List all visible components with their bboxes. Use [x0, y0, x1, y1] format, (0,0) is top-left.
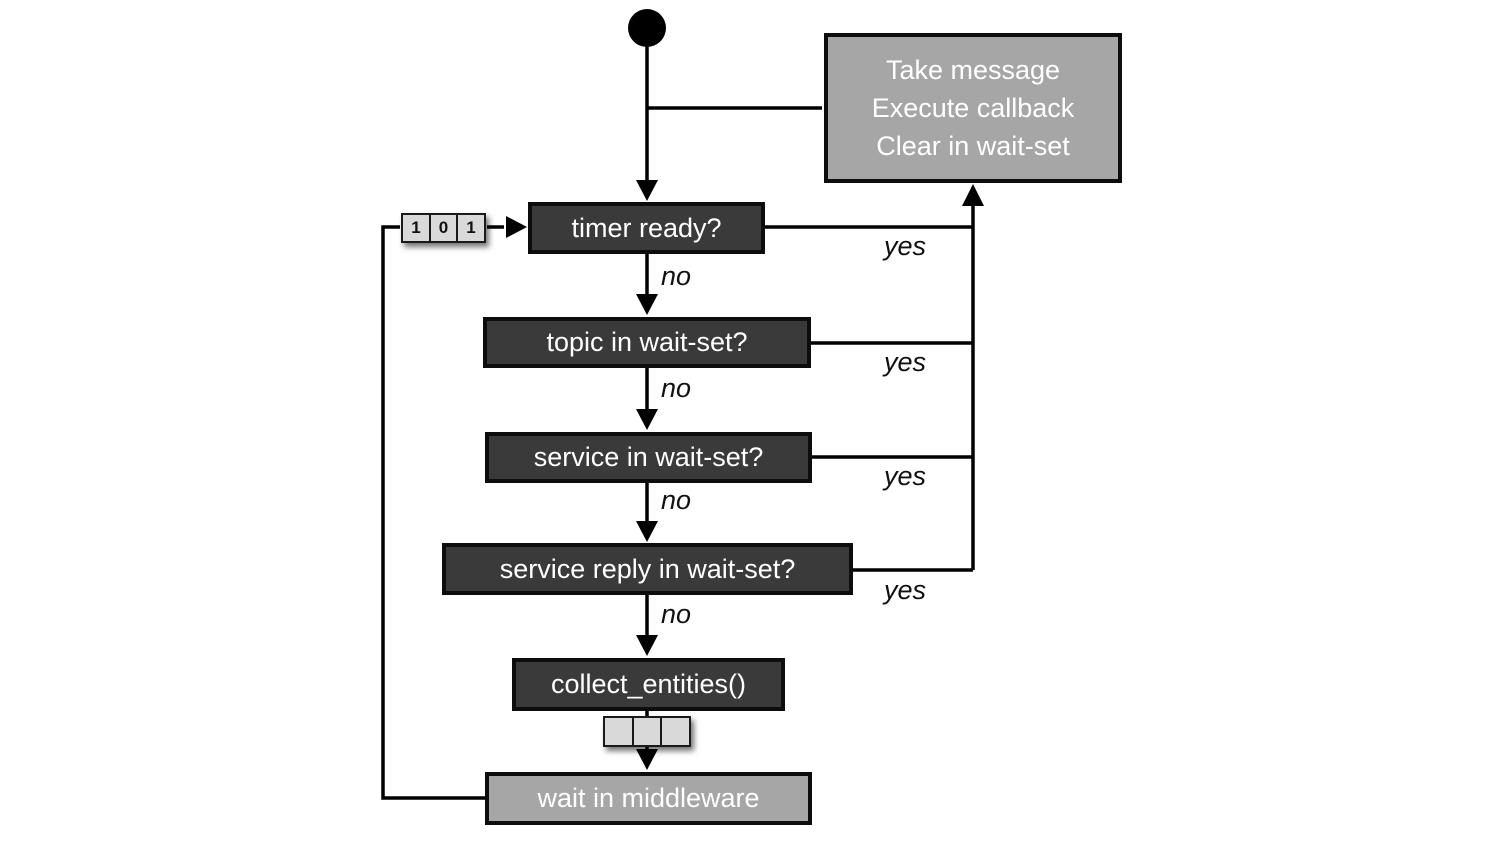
arrowhead-service-no — [636, 521, 658, 542]
start-node-circle — [628, 9, 666, 47]
arrowhead-topic-no — [636, 409, 658, 430]
arrowhead-start-to-timer — [636, 180, 658, 201]
edge-label-service-no: no — [661, 485, 692, 515]
node-service-in-wait-set: service in wait-set? — [485, 432, 812, 483]
edge-label-timer-yes: yes — [884, 231, 927, 261]
wait-set-cell: 1 — [456, 213, 486, 243]
node-wait-in-middleware: wait in middleware — [485, 772, 812, 825]
node-timer-ready: timer ready? — [528, 202, 765, 254]
arrowhead-cells-to-timer — [506, 216, 527, 238]
node-callback-actions: Take message Execute callback Clear in w… — [824, 33, 1122, 183]
wait-set-cell — [660, 716, 691, 747]
wait-set-cell — [631, 716, 663, 747]
callback-action-line: Clear in wait-set — [876, 131, 1070, 161]
arrowhead-collect-to-wait — [636, 749, 658, 770]
edge-label-topic-yes: yes — [884, 347, 927, 377]
wait-set-cells-empty — [603, 716, 691, 747]
arrowhead-yes-to-callback — [962, 184, 984, 206]
edge-wait-loop-back — [381, 225, 485, 800]
edge-label-service-reply-yes: yes — [884, 575, 927, 605]
callback-action-line: Take message — [885, 55, 1061, 85]
wait-set-cells-filled: 1 0 1 — [401, 213, 486, 243]
edge-label-service-reply-no: no — [661, 599, 692, 629]
edge-label-timer-no: no — [661, 261, 692, 291]
edge-label-topic-no: no — [661, 373, 692, 403]
arrowhead-timer-no — [636, 294, 658, 315]
node-topic-in-wait-set: topic in wait-set? — [483, 317, 811, 368]
wait-set-cell — [603, 716, 634, 747]
wait-set-cell: 1 — [401, 213, 431, 243]
callback-action-line: Execute callback — [871, 93, 1075, 123]
wait-set-cell: 0 — [428, 213, 459, 243]
node-service-reply-in-wait-set: service reply in wait-set? — [442, 543, 853, 595]
edge-label-service-yes: yes — [884, 461, 927, 491]
arrowhead-service-reply-no — [636, 635, 658, 656]
node-collect-entities: collect_entities() — [512, 658, 785, 711]
